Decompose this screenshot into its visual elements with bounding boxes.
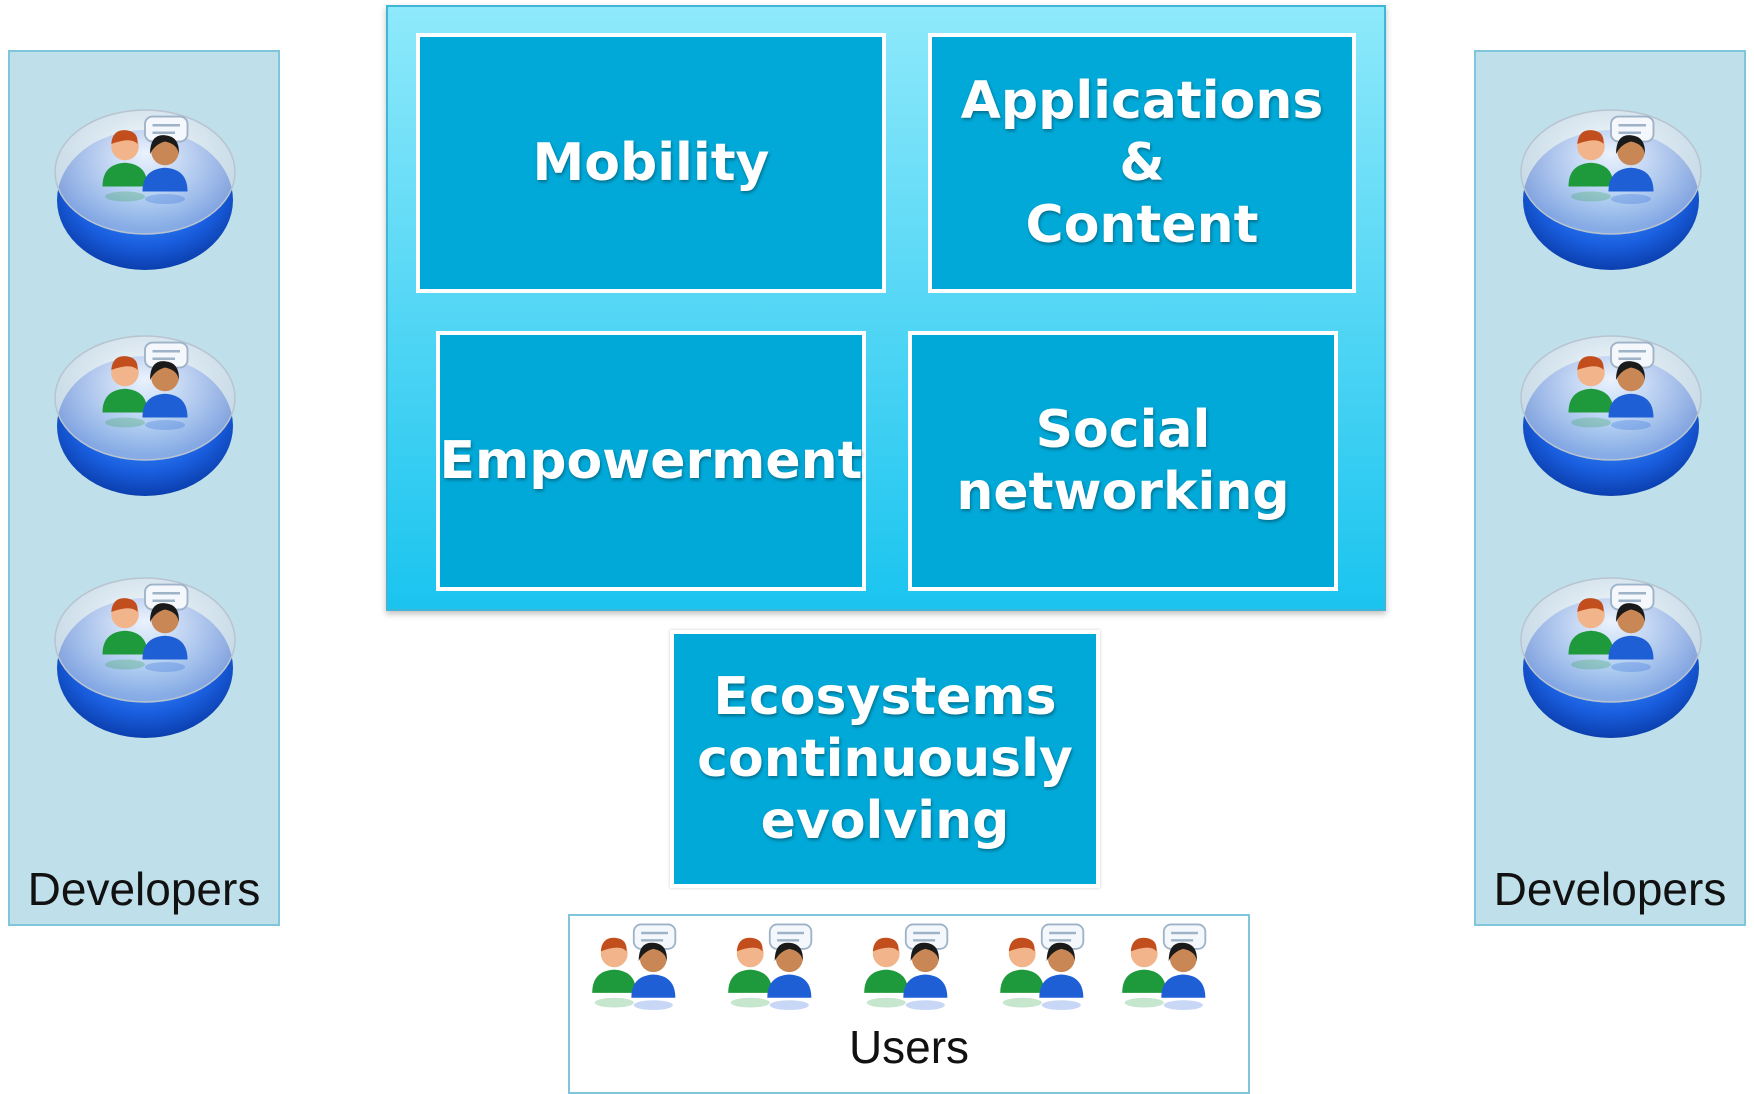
ecosystems-tile: Ecosystems continuously evolving bbox=[670, 630, 1100, 888]
empowerment-tile: Empowerment bbox=[436, 331, 866, 591]
user-pair-icon bbox=[863, 923, 949, 1012]
developer-group-icon bbox=[1518, 318, 1704, 504]
developer-group-icon bbox=[52, 318, 238, 504]
trends-panel: Mobility Applications & Content Empowerm… bbox=[386, 5, 1386, 611]
developer-group-icon bbox=[52, 92, 238, 278]
tile-text-line: Ecosystems bbox=[713, 667, 1057, 727]
tile-text-line: Empowerment bbox=[439, 431, 863, 491]
developers-panel-left: Developers bbox=[8, 50, 280, 926]
developer-group-icon bbox=[1518, 560, 1704, 746]
user-pair-icon bbox=[727, 923, 813, 1012]
tile-text-line: Content bbox=[1025, 195, 1259, 255]
tile-text-line: evolving bbox=[760, 791, 1010, 851]
developer-group-icon bbox=[52, 560, 238, 746]
tile-text-line: networking bbox=[956, 462, 1290, 522]
tile-text-line: continuously bbox=[697, 729, 1073, 789]
applications-content-tile: Applications & Content bbox=[928, 33, 1356, 293]
tile-text-line: Mobility bbox=[532, 133, 770, 193]
developers-label: Developers bbox=[27, 863, 261, 915]
developers-label: Developers bbox=[1493, 863, 1727, 915]
users-panel: Users bbox=[568, 914, 1250, 1094]
user-pair-icon bbox=[999, 923, 1085, 1012]
developer-group-icon bbox=[1518, 92, 1704, 278]
developers-panel-right: Developers bbox=[1474, 50, 1746, 926]
user-pair-icon bbox=[1120, 923, 1207, 1012]
tile-text-line: Applications & bbox=[960, 71, 1324, 193]
users-label: Users bbox=[848, 1021, 970, 1073]
social-networking-tile: Social networking bbox=[908, 331, 1338, 591]
user-pair-icon bbox=[591, 923, 677, 1012]
tile-text-line: Social bbox=[1035, 400, 1211, 460]
mobility-tile: Mobility bbox=[416, 33, 886, 293]
